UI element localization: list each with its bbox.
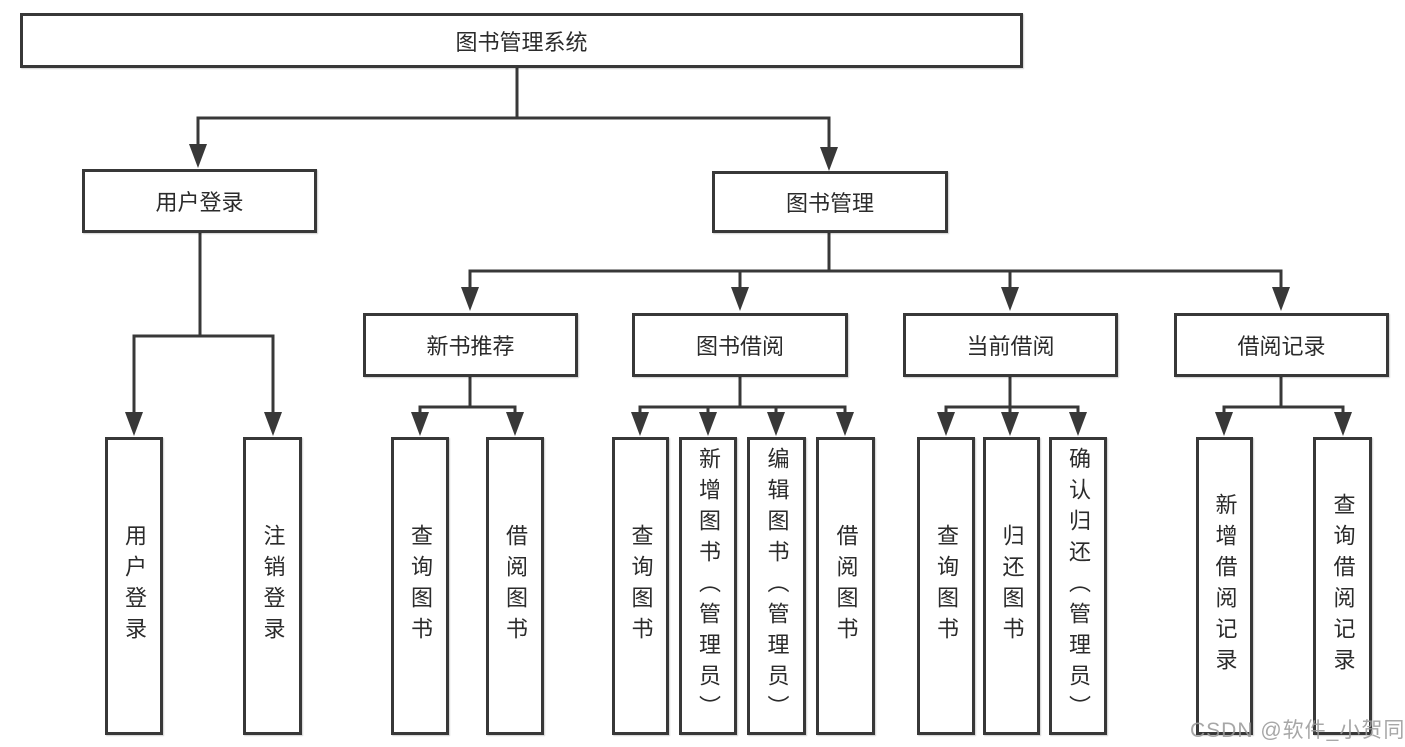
leaf-query-borrow-record-label: 查询借阅记录 <box>1330 493 1356 679</box>
leaf-confirm-return-admin: 确认归还（管理员） <box>1049 437 1107 735</box>
leaf-add-books-admin: 新增图书（管理员） <box>679 437 737 735</box>
node-borrow-records-label: 借阅记录 <box>1237 334 1326 359</box>
leaf-newrec-query-books: 查询图书 <box>391 437 449 735</box>
leaf-edit-books-admin: 编辑图书（管理员） <box>747 437 806 735</box>
leaf-current-query-books-label: 查询图书 <box>934 524 959 648</box>
leaf-confirm-return-admin-label: 确认归还（管理员） <box>1066 446 1091 726</box>
leaf-borrow-books-label: 借阅图书 <box>833 524 859 648</box>
leaf-borrow-books: 借阅图书 <box>816 437 875 735</box>
node-book-management: 图书管理 <box>712 171 948 233</box>
leaf-user-login-label: 用户登录 <box>122 524 147 648</box>
leaf-add-books-admin-label: 新增图书（管理员） <box>696 446 721 726</box>
node-book-borrow: 图书借阅 <box>632 313 848 377</box>
connector-records-to-leaves <box>1215 377 1352 436</box>
leaf-add-borrow-record-label: 新增借阅记录 <box>1212 493 1238 679</box>
leaf-add-borrow-record: 新增借阅记录 <box>1196 437 1253 735</box>
node-borrow-records: 借阅记录 <box>1174 313 1389 377</box>
leaf-user-login: 用户登录 <box>105 437 163 735</box>
node-current-borrow: 当前借阅 <box>903 313 1118 377</box>
leaf-return-books-label: 归还图书 <box>999 524 1025 648</box>
node-root-label: 图书管理系统 <box>455 29 588 55</box>
node-root: 图书管理系统 <box>20 13 1023 68</box>
watermark: CSDN @软件_小贺同学 <box>1190 719 1405 742</box>
leaf-newrec-query-books-label: 查询图书 <box>408 524 433 648</box>
connector-newrec-to-leaves <box>411 377 524 436</box>
connector-borrow-to-leaves <box>631 377 854 436</box>
leaf-query-borrow-record: 查询借阅记录 <box>1313 437 1372 735</box>
node-book-management-label: 图书管理 <box>785 191 874 216</box>
leaf-current-query-books: 查询图书 <box>917 437 975 735</box>
leaf-logout-label: 注销登录 <box>260 524 286 648</box>
node-new-book-recommend-label: 新书推荐 <box>426 334 515 359</box>
connector-bookmgmt-to-level3 <box>461 233 1290 311</box>
leaf-borrow-query-books: 查询图书 <box>612 437 669 735</box>
node-user-login-label: 用户登录 <box>155 190 244 215</box>
connector-current-to-leaves <box>937 377 1087 436</box>
connector-root-to-level2 <box>189 68 838 171</box>
node-book-borrow-label: 图书借阅 <box>695 334 784 359</box>
leaf-borrow-query-books-label: 查询图书 <box>628 524 654 648</box>
leaf-edit-books-admin-label: 编辑图书（管理员） <box>764 446 790 726</box>
leaf-logout: 注销登录 <box>243 437 302 735</box>
node-new-book-recommend: 新书推荐 <box>363 313 578 377</box>
leaf-return-books: 归还图书 <box>983 437 1040 735</box>
leaf-newrec-borrow-books-label: 借阅图书 <box>503 524 528 648</box>
node-user-login: 用户登录 <box>82 169 317 233</box>
leaf-newrec-borrow-books: 借阅图书 <box>486 437 544 735</box>
node-current-borrow-label: 当前借阅 <box>966 334 1055 359</box>
connector-userlogin-to-leaves <box>125 233 282 436</box>
